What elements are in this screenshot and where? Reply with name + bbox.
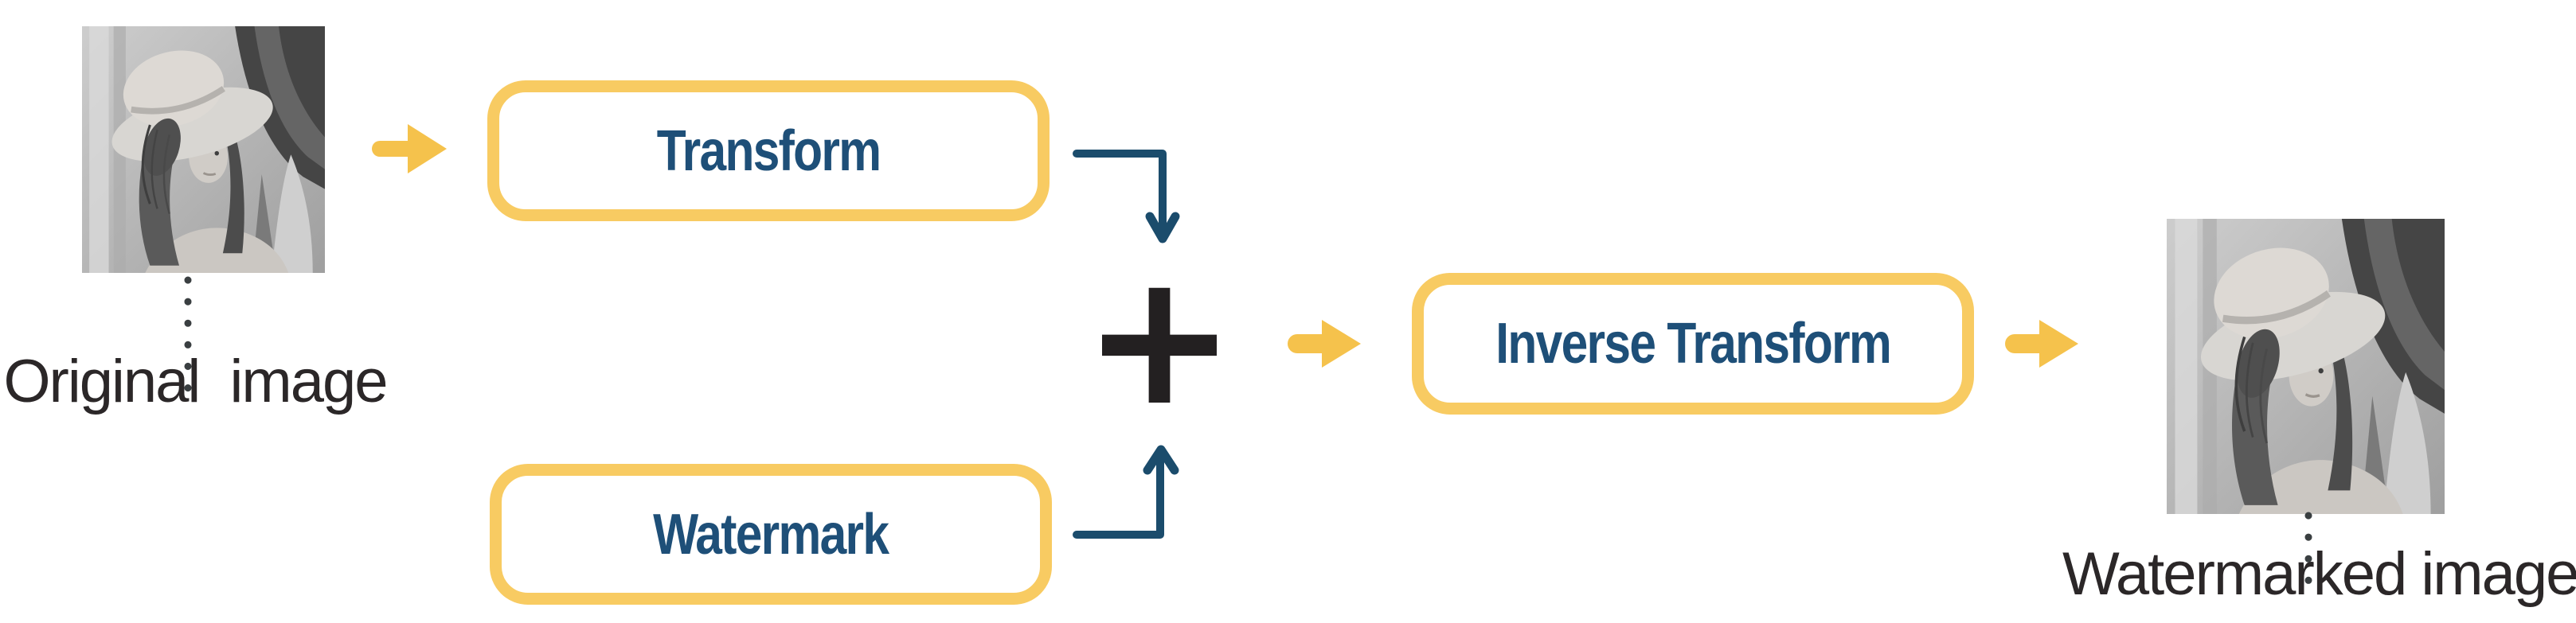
transform-box-label: Transform	[656, 119, 881, 183]
navy-elbow-arrow-transform-to-plus-icon	[1073, 150, 1180, 243]
yellow-arrow-inverse-transform-to-image-icon	[2005, 320, 2078, 368]
watermark-box: Watermark	[490, 464, 1052, 605]
watermark-box-label: Watermark	[653, 502, 889, 567]
watermarked-image-caption: Watermarked image	[2062, 540, 2576, 608]
navy-elbow-arrow-watermark-to-plus-icon	[1073, 445, 1179, 539]
transform-box: Transform	[487, 80, 1050, 221]
original-image-caption: Original image	[3, 348, 388, 415]
plus-operator: +	[1082, 233, 1237, 446]
yellow-arrow-original-to-transform-icon	[372, 124, 447, 173]
yellow-arrow-plus-to-inverse-transform-icon	[1288, 320, 1361, 368]
inverse-transform-box-label: Inverse Transform	[1495, 312, 1892, 376]
inverse-transform-box: Inverse Transform	[1412, 273, 1974, 415]
